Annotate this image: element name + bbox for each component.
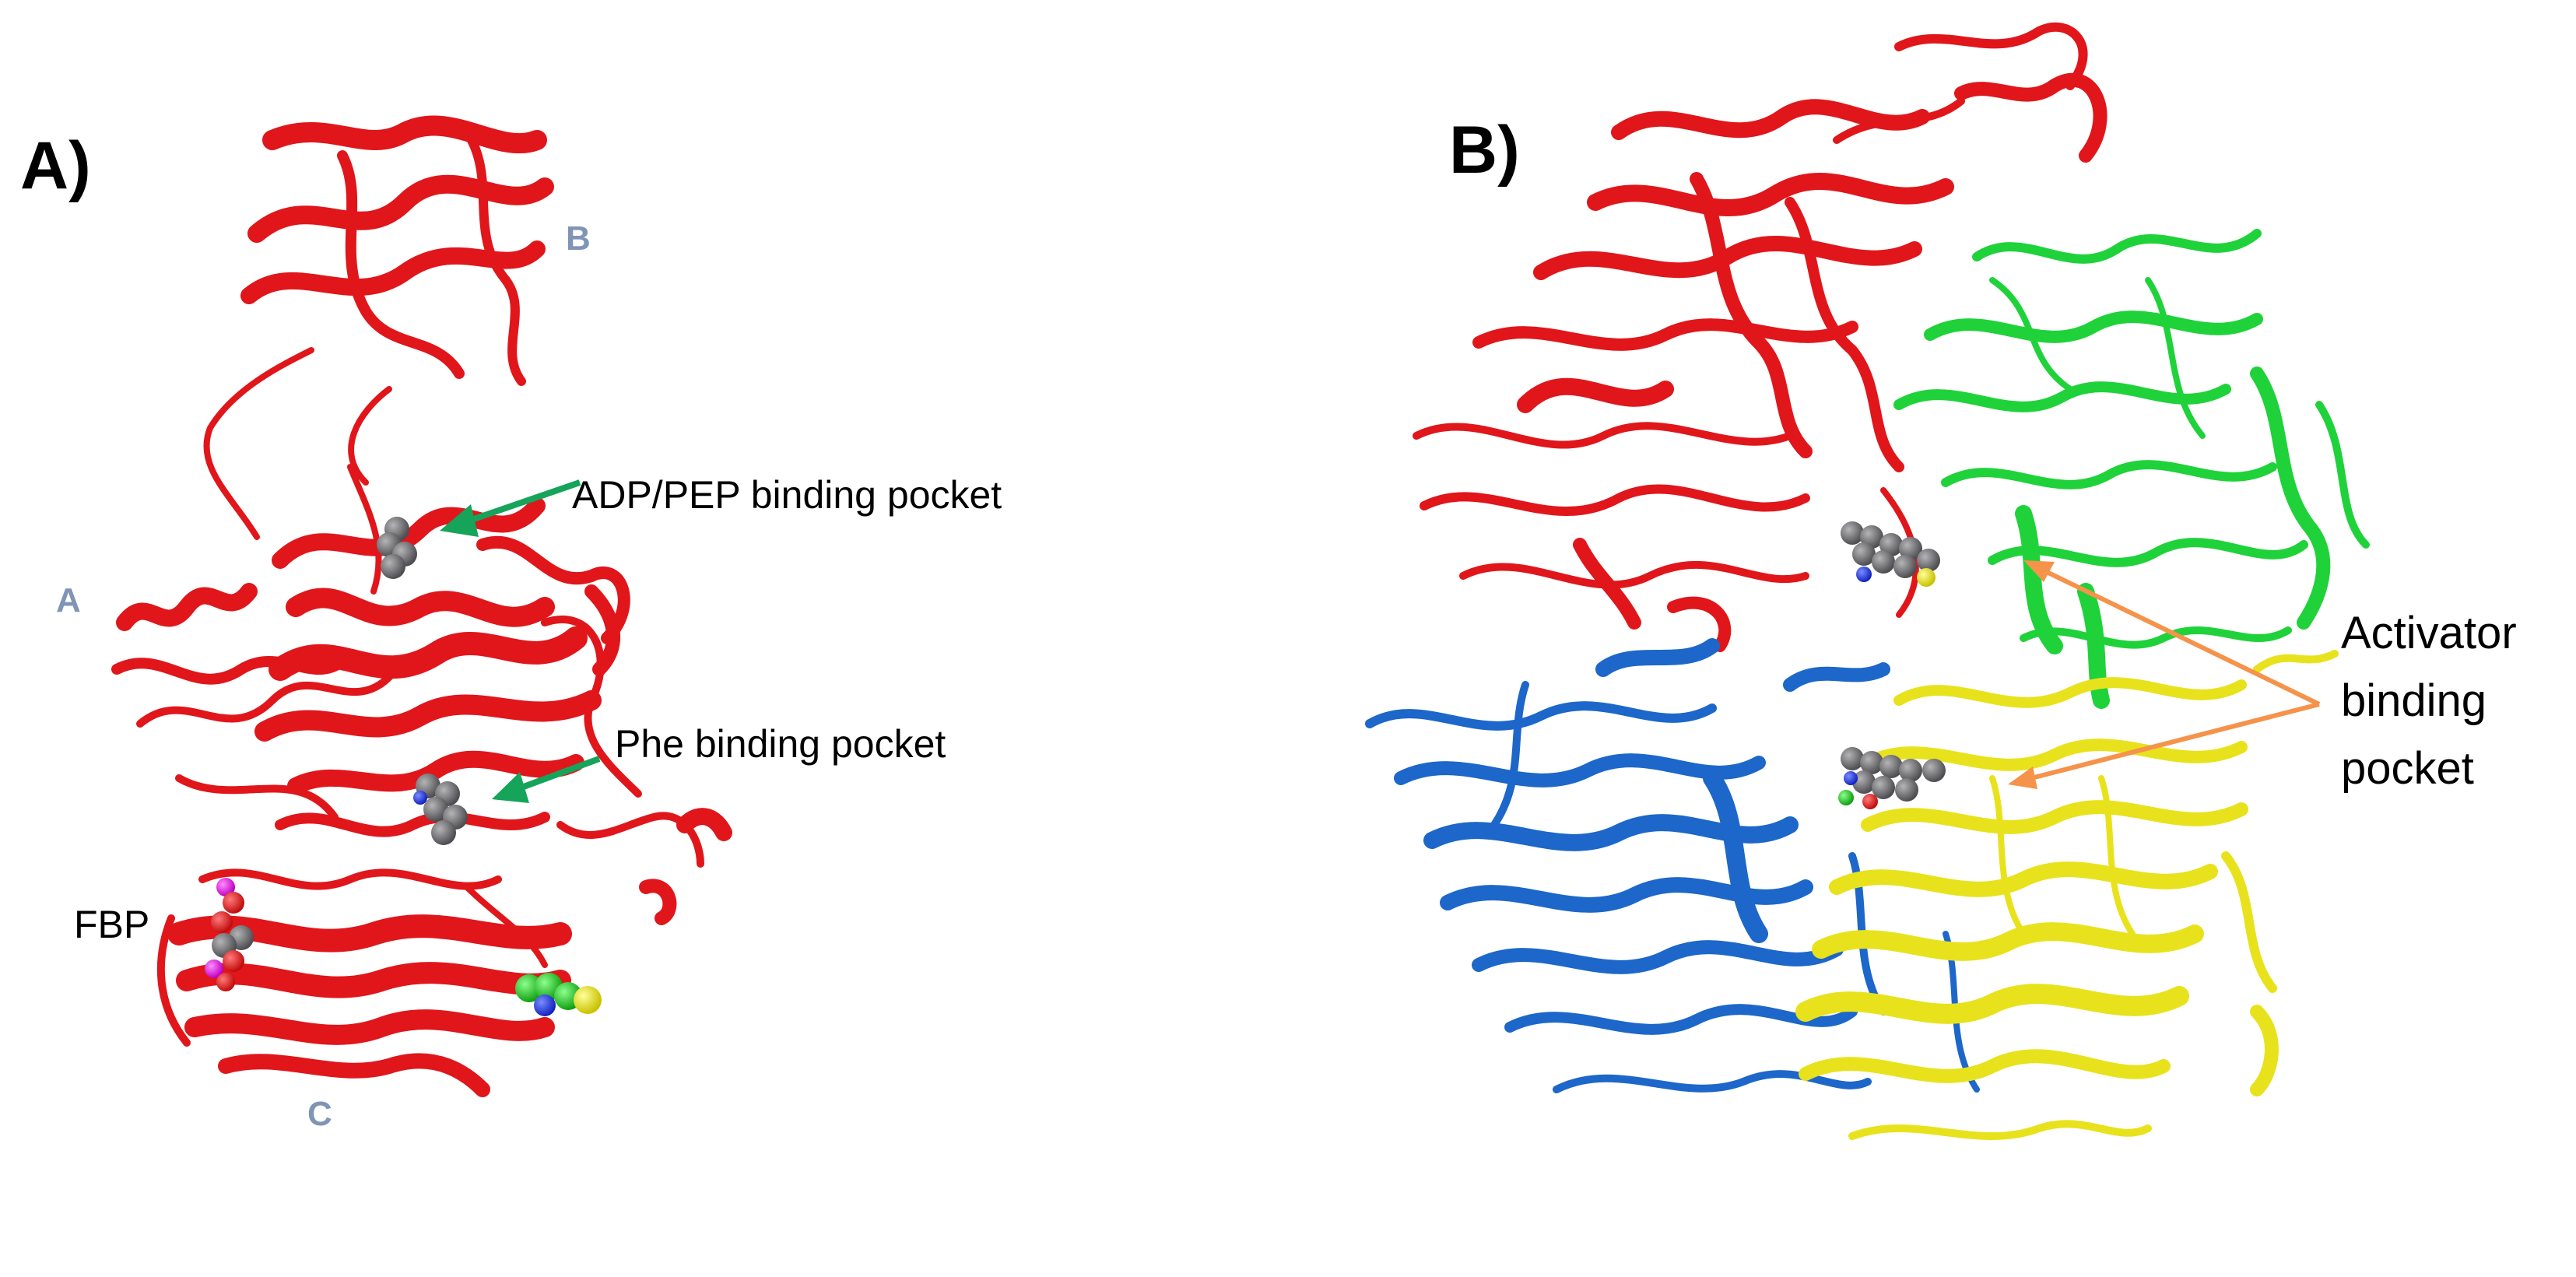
panel-b-structure — [1365, 22, 2370, 1140]
domain-a-ribbon — [111, 464, 642, 821]
subunit-yellow-ribbon — [1795, 650, 2339, 1140]
domain-b-ribbon — [203, 115, 554, 540]
interface-ligand — [515, 973, 602, 1016]
activator-label-line-1: Activator — [2341, 608, 2517, 658]
activator-pocket-label: Activator binding pocket — [2341, 599, 2517, 802]
subunit-blue-ribbon — [1365, 638, 1980, 1093]
adp-pep-ligand — [377, 517, 417, 579]
activator-arrow-upper — [2023, 560, 2321, 707]
subunit-red-ribbon — [1413, 22, 2107, 652]
adp-pep-pocket-label: ADP/PEP binding pocket — [572, 473, 1002, 517]
phe-arrow — [492, 756, 601, 803]
panel-a-letter: A) — [20, 128, 91, 203]
subunit-green-ribbon — [1893, 229, 2370, 709]
activator-label-line-3: pocket — [2341, 743, 2474, 794]
domain-c-label: C — [307, 1095, 332, 1133]
phe-pocket-label: Phe binding pocket — [615, 722, 946, 766]
phe-ligand — [413, 774, 468, 845]
fbp-ligand — [205, 878, 254, 991]
panel-b-letter: B) — [1449, 113, 1520, 188]
activator-arrow-lower — [2008, 702, 2320, 789]
adp-pep-arrow — [440, 479, 581, 537]
domain-b-label: B — [566, 219, 591, 258]
panel-a-structure — [111, 115, 732, 1097]
domain-c-ribbon — [156, 808, 732, 1097]
activator-label-line-2: binding — [2341, 675, 2487, 726]
fbp-label: FBP — [74, 903, 150, 946]
activator-ligand-lower — [1838, 747, 1946, 809]
activator-ligand-upper — [1841, 521, 1940, 587]
domain-a-label: A — [56, 581, 81, 619]
